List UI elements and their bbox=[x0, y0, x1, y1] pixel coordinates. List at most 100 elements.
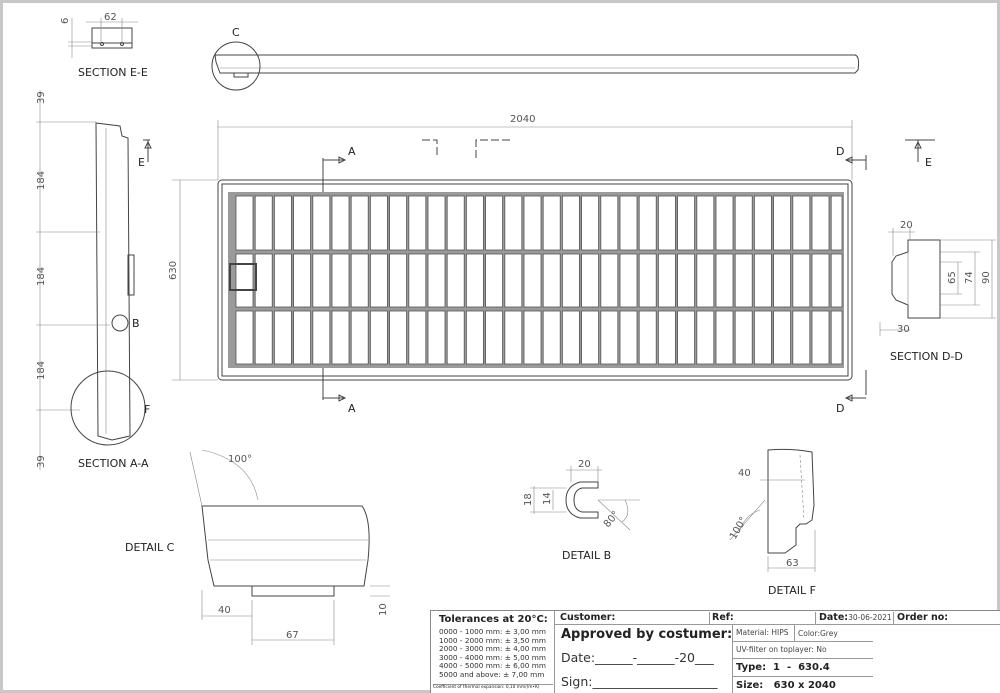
section-d-d-label: SECTION D-D bbox=[890, 350, 963, 363]
grating-cell bbox=[581, 310, 599, 365]
color: Color:Grey bbox=[794, 625, 838, 642]
grating-cell bbox=[658, 195, 676, 251]
uv-filter: UV-filter on toplayer: No bbox=[736, 645, 827, 654]
dim-90: 90 bbox=[981, 271, 992, 284]
grating-cell bbox=[562, 253, 580, 308]
cut-d-top: D bbox=[836, 145, 844, 158]
grating-cell bbox=[408, 195, 427, 251]
tolerance-row: 0000 - 1000 mm: ± 3,00 mm bbox=[439, 627, 546, 636]
grating-cell bbox=[754, 253, 772, 308]
grating-cell bbox=[638, 310, 657, 365]
grating-cell bbox=[811, 253, 830, 308]
grating-cell bbox=[619, 253, 638, 308]
cut-d-bottom: D bbox=[836, 402, 844, 415]
tolerance-row: 3000 - 4000 mm: ± 5,00 mm bbox=[439, 652, 546, 662]
dim-100deg-c: 100° bbox=[228, 454, 252, 465]
detail-c-view: 100° 40 67 10 DETAIL C bbox=[125, 449, 390, 645]
customer-label: Customer: bbox=[560, 612, 616, 623]
detail-b-view: 20 18 14 80° DETAIL B bbox=[523, 459, 640, 562]
tolerance-row: 5000 and above: ± 7,00 mm bbox=[439, 669, 545, 679]
tolerance-row: 2000 - 3000 mm: ± 4,00 mm bbox=[439, 644, 546, 653]
grating-cell bbox=[792, 310, 811, 365]
grating-cell bbox=[734, 253, 753, 308]
section-a-a-view: 39 184 184 184 39 B F SECTION A-A bbox=[36, 90, 150, 470]
grating-cell bbox=[465, 253, 484, 308]
grating-cell bbox=[446, 253, 465, 308]
grating-cell bbox=[331, 195, 350, 251]
size: Size: 630 x 2040 bbox=[736, 680, 836, 691]
grating-cell bbox=[677, 253, 695, 308]
grating-cell bbox=[658, 310, 676, 365]
cut-e-right: E bbox=[925, 156, 932, 169]
material: Material: HIPS bbox=[736, 628, 789, 637]
signature-field[interactable]: Sign:____________________ bbox=[561, 674, 718, 689]
dim-18: 18 bbox=[523, 493, 534, 506]
thermal-expansion-note: Coefficient of thermal expansion: 0,10 m… bbox=[433, 684, 553, 690]
grating-cell bbox=[293, 195, 312, 251]
grating-cell bbox=[600, 253, 619, 308]
grating-cell bbox=[734, 195, 753, 251]
section-e-e-view: 62 6 SECTION E-E bbox=[60, 12, 148, 79]
grating-cell bbox=[696, 253, 715, 308]
grating-cell bbox=[369, 195, 388, 251]
grating-cell bbox=[715, 310, 734, 365]
grating-cell bbox=[773, 310, 791, 365]
grating-cell bbox=[235, 195, 254, 251]
side-view: C bbox=[211, 26, 860, 91]
grating-cell bbox=[619, 195, 638, 251]
ref-label: Ref: bbox=[709, 612, 734, 625]
grating-cell bbox=[350, 310, 369, 365]
grating-cell bbox=[485, 253, 504, 308]
material-row: Material: HIPS Color:Grey bbox=[733, 625, 873, 642]
grating-cell bbox=[504, 310, 523, 365]
section-d-d-view: 20 65 74 90 30 SECTION D-D bbox=[879, 220, 996, 363]
title-block: Tolerances at 20°C: 0000 - 1000 mm: ± 3,… bbox=[430, 610, 1000, 693]
type: Type: 1 - 630.4 bbox=[733, 659, 873, 677]
grating-cell bbox=[792, 195, 811, 251]
grating-cell bbox=[542, 253, 561, 308]
grating-cell bbox=[465, 195, 484, 251]
approval-date-field[interactable]: Date:______-______-20___ bbox=[561, 650, 714, 665]
dim-65: 65 bbox=[947, 271, 958, 284]
grating-cell bbox=[619, 310, 638, 365]
dim-630: 630 bbox=[168, 261, 179, 280]
dim-10: 10 bbox=[378, 603, 389, 616]
detail-c-label: DETAIL C bbox=[125, 541, 175, 554]
dim-39-top: 39 bbox=[36, 91, 47, 104]
grating-cell bbox=[254, 253, 273, 308]
grating-cell bbox=[504, 253, 523, 308]
grating-cell bbox=[562, 195, 580, 251]
grating-cell bbox=[734, 310, 753, 365]
dim-6: 6 bbox=[60, 18, 71, 24]
grating-cell bbox=[830, 310, 843, 365]
grating-cell bbox=[792, 253, 811, 308]
grating-cell bbox=[312, 253, 331, 308]
dim-14: 14 bbox=[542, 492, 553, 505]
grating-cell bbox=[677, 310, 695, 365]
dim-67: 67 bbox=[286, 630, 299, 641]
detail-f-label: DETAIL F bbox=[768, 584, 816, 597]
grating-cell bbox=[773, 195, 791, 251]
section-e-e-label: SECTION E-E bbox=[78, 66, 148, 79]
grating-cell bbox=[696, 195, 715, 251]
dim-184-c: 184 bbox=[36, 361, 47, 380]
grating-cell bbox=[312, 310, 331, 365]
grating-cell bbox=[408, 310, 427, 365]
dim-2040: 2040 bbox=[510, 114, 535, 125]
grating-cell bbox=[254, 310, 273, 365]
grating-cell bbox=[696, 310, 715, 365]
dim-39-bottom: 39 bbox=[36, 455, 47, 468]
tolerances-title: Tolerances at 20°C: bbox=[439, 614, 548, 625]
grating-cell bbox=[408, 253, 427, 308]
detail-c-marker: C bbox=[232, 26, 240, 39]
drain-box bbox=[229, 263, 257, 291]
dim-184-a: 184 bbox=[36, 171, 47, 190]
date-label: Date: bbox=[819, 612, 849, 623]
date-field: Date:30-06-2021 bbox=[815, 612, 892, 625]
grating-cell bbox=[254, 195, 273, 251]
grating-cell bbox=[830, 195, 843, 251]
grating-cell bbox=[638, 195, 657, 251]
grating-cell bbox=[715, 253, 734, 308]
